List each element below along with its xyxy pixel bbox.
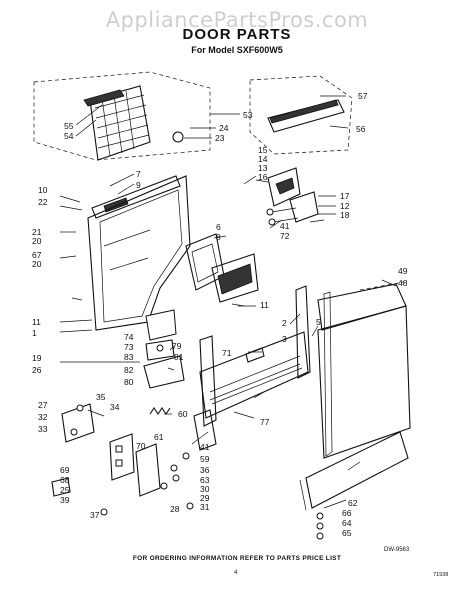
clip-part — [245, 347, 265, 363]
part-label: 56 — [356, 124, 366, 134]
part-label: 23 — [215, 133, 225, 143]
part-label: 19 — [32, 353, 42, 363]
part-label: 54 — [64, 131, 74, 141]
part-label: 31 — [200, 502, 210, 512]
part-label: 1 — [32, 328, 37, 338]
part-label: 25 — [60, 485, 70, 495]
part-label: 67 — [32, 250, 42, 260]
latch-mechanism — [61, 403, 105, 443]
part-label: 13 — [258, 163, 268, 173]
part-label: 83 — [124, 352, 134, 362]
part-label: 80 — [124, 377, 134, 387]
part-label: 53 — [243, 110, 253, 120]
part-label: 21 — [32, 227, 42, 237]
part-labels: 55 54 53 24 23 57 56 7 9 15 14 13 16 10 … — [32, 91, 408, 538]
part-label: 32 — [38, 412, 48, 422]
part-label: 72 — [280, 231, 290, 241]
latch-group — [255, 167, 301, 207]
part-label: 9 — [136, 180, 141, 190]
leader-lines — [59, 95, 397, 509]
part-label: 48 — [398, 278, 408, 288]
watermark: AppliancePartsPros.com — [105, 8, 369, 32]
kick-panel — [299, 431, 409, 540]
part-label: 61 — [154, 432, 164, 442]
part-label: 26 — [32, 365, 42, 375]
part-label: 18 — [340, 210, 350, 220]
diagram-subtitle: For Model SXF600W5 — [191, 45, 283, 55]
part-label: 81 — [174, 352, 184, 362]
handle-bar-group — [249, 75, 353, 155]
rinse-dispenser — [143, 309, 185, 389]
part-label: 6 — [216, 222, 221, 232]
part-label: 34 — [110, 402, 120, 412]
part-label: 59 — [200, 454, 210, 464]
part-label: 36 — [200, 465, 210, 475]
part-label: 55 — [64, 121, 74, 131]
part-label: 37 — [90, 510, 100, 520]
screw-part — [71, 297, 83, 301]
part-label: 79 — [172, 341, 182, 351]
part-label: 73 — [124, 342, 134, 352]
part-label: 28 — [170, 504, 180, 514]
part-label: 65 — [342, 528, 352, 538]
catalog-code: 71938 — [433, 572, 449, 578]
spring-part — [149, 407, 171, 415]
part-label: 62 — [348, 498, 358, 508]
part-label: 10 — [38, 185, 48, 195]
diagram-title: DOOR PARTS — [182, 26, 292, 43]
switch-plate — [51, 433, 161, 497]
part-label: 69 — [60, 465, 70, 475]
ordering-footer: FOR ORDERING INFORMATION REFER TO PARTS … — [132, 555, 342, 562]
part-label: 15 — [258, 145, 268, 155]
part-label: 2 — [282, 318, 287, 328]
part-label: 20 — [32, 236, 42, 246]
part-label: 74 — [124, 332, 134, 342]
part-label: 82 — [124, 365, 134, 375]
part-label: 30 — [200, 484, 210, 494]
part-label: 39 — [60, 495, 70, 505]
knob-part — [172, 131, 184, 143]
part-label: 66 — [342, 508, 352, 518]
part-label: 64 — [342, 518, 352, 528]
part-label: 22 — [38, 197, 48, 207]
drawing-code: DW-9563 — [384, 547, 410, 553]
part-label: 49 — [398, 266, 408, 276]
dispenser-cup — [185, 233, 259, 303]
part-label: 68 — [60, 475, 70, 485]
part-label: 70 — [136, 441, 146, 451]
part-label: 17 — [340, 191, 350, 201]
part-label: 33 — [38, 424, 48, 434]
part-label: 77 — [260, 417, 270, 427]
part-label: 35 — [96, 392, 106, 402]
fastener-set — [100, 452, 194, 516]
part-label: 60 — [178, 409, 188, 419]
part-label: 20 — [32, 259, 42, 269]
part-label: 11 — [260, 300, 269, 310]
outer-door-panel — [317, 281, 411, 459]
part-label: 14 — [258, 154, 268, 164]
part-label: 41 — [280, 221, 290, 231]
part-label: 5 — [316, 317, 321, 327]
part-label: 41 — [200, 442, 210, 452]
part-label: 29 — [200, 493, 210, 503]
door-frame — [193, 285, 311, 451]
part-label: 63 — [200, 475, 210, 485]
hinge-group — [266, 191, 325, 226]
part-label: 24 — [219, 123, 229, 133]
part-label: 16 — [258, 172, 268, 182]
inner-door-panel — [87, 175, 191, 331]
grille-group — [33, 71, 211, 161]
part-label: 27 — [38, 400, 48, 410]
part-label: 12 — [340, 201, 350, 211]
part-label: 11 — [32, 317, 41, 327]
part-label: 71 — [222, 348, 232, 358]
part-label: 8 — [216, 232, 221, 242]
part-label: 57 — [358, 91, 368, 101]
part-label: 7 — [136, 169, 141, 179]
page-number: 4 — [234, 570, 238, 576]
part-label: 3 — [282, 334, 287, 344]
